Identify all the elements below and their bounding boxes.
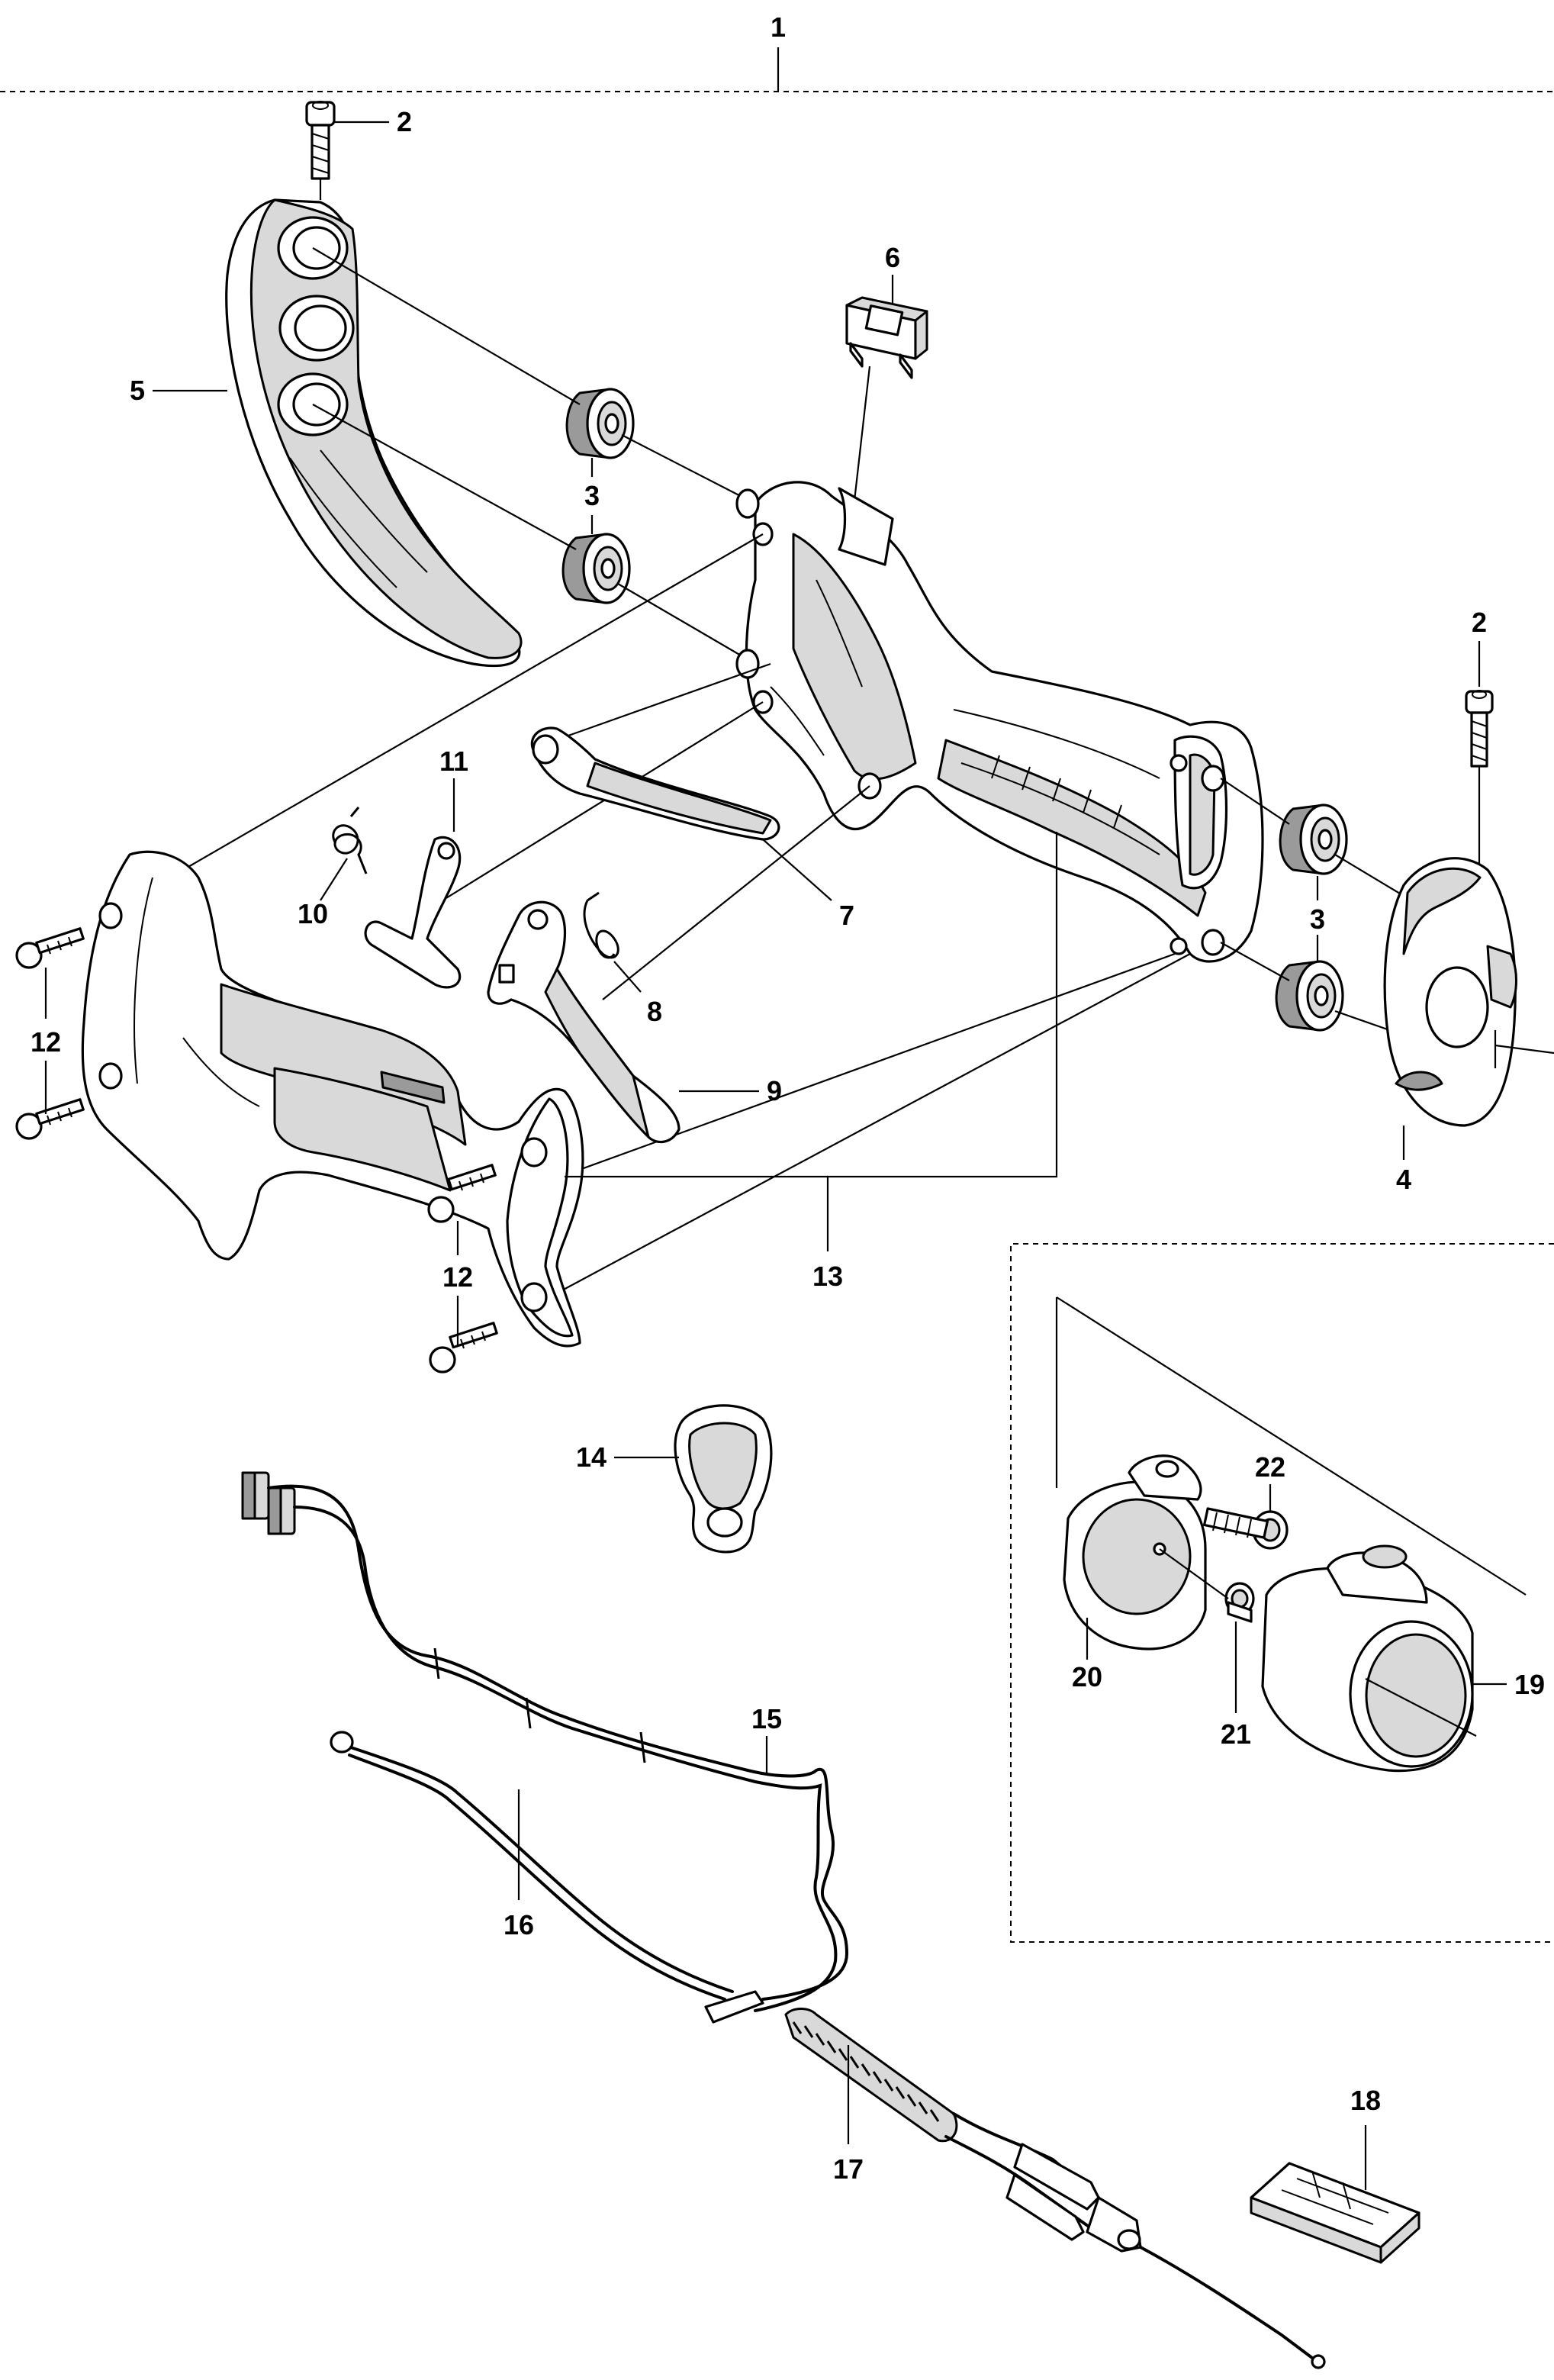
callout-19: 19 [1514,1669,1545,1700]
callout-22: 22 [1255,1451,1285,1483]
part-20-collar [1063,1454,1207,1651]
callout-12-right: 12 [442,1261,473,1293]
part-3-bearing-right-lower [1275,960,1344,1032]
part-6-switch [845,296,928,379]
callout-12-left: 12 [31,1026,61,1058]
callout-4: 4 [1396,1164,1411,1195]
callout-5: 5 [130,375,145,406]
part-16-cable [330,1731,734,2001]
callout-3-left: 3 [584,480,600,511]
callout-2-top: 2 [397,106,412,137]
callout-17: 17 [833,2153,864,2185]
part-13-handle-frame [735,481,1264,963]
callout-18: 18 [1350,2085,1381,2116]
part-18-clip [1250,2162,1420,2264]
callout-6: 6 [885,242,900,273]
part-2-screw-top [305,101,336,200]
part-4-end-cap [1383,857,1517,1127]
part-21-nut [1224,1582,1255,1623]
callout-10: 10 [298,898,328,929]
callout-2-right: 2 [1472,607,1487,638]
part-15-wire-harness [241,1471,849,2012]
part-19-sleeve [1261,1544,1474,1773]
part-22-screw [1202,1507,1289,1550]
detail-box [1010,1030,1554,1943]
part-5-handle-cover [225,198,523,668]
part-17-throttle-cable [704,1990,1326,2369]
callout-16: 16 [504,1909,534,1940]
callout-3-right: 3 [1310,903,1325,935]
callout-1: 1 [771,11,786,43]
callout-15: 15 [751,1703,782,1734]
part-14-clamp-ring [674,1404,773,1554]
callout-8: 8 [647,996,662,1027]
part-7-lever [530,726,780,841]
part-8-spring [583,891,619,959]
callout-21: 21 [1221,1718,1251,1750]
part-3-bearing-lower [561,533,631,604]
callout-7: 7 [839,900,854,931]
part-10-spring [332,807,368,874]
part-3-bearing-right-upper [1279,804,1348,875]
callout-9: 9 [767,1075,782,1106]
part-11-stop-lever [364,836,462,989]
part-13-lower-housing [81,850,584,1348]
callout-14: 14 [576,1441,606,1473]
part-9-throttle-trigger [487,900,680,1144]
callout-13: 13 [812,1261,843,1292]
assembly-boundary [0,47,1554,92]
callout-20: 20 [1072,1661,1102,1692]
part-12-screw-3 [427,1164,497,1223]
part-12-screw-4 [429,1322,498,1374]
part-3-bearing-upper [565,388,635,459]
callout-11: 11 [439,746,468,777]
part-12-screw-1 [15,927,85,969]
part-12-screw-2 [15,1098,85,1140]
